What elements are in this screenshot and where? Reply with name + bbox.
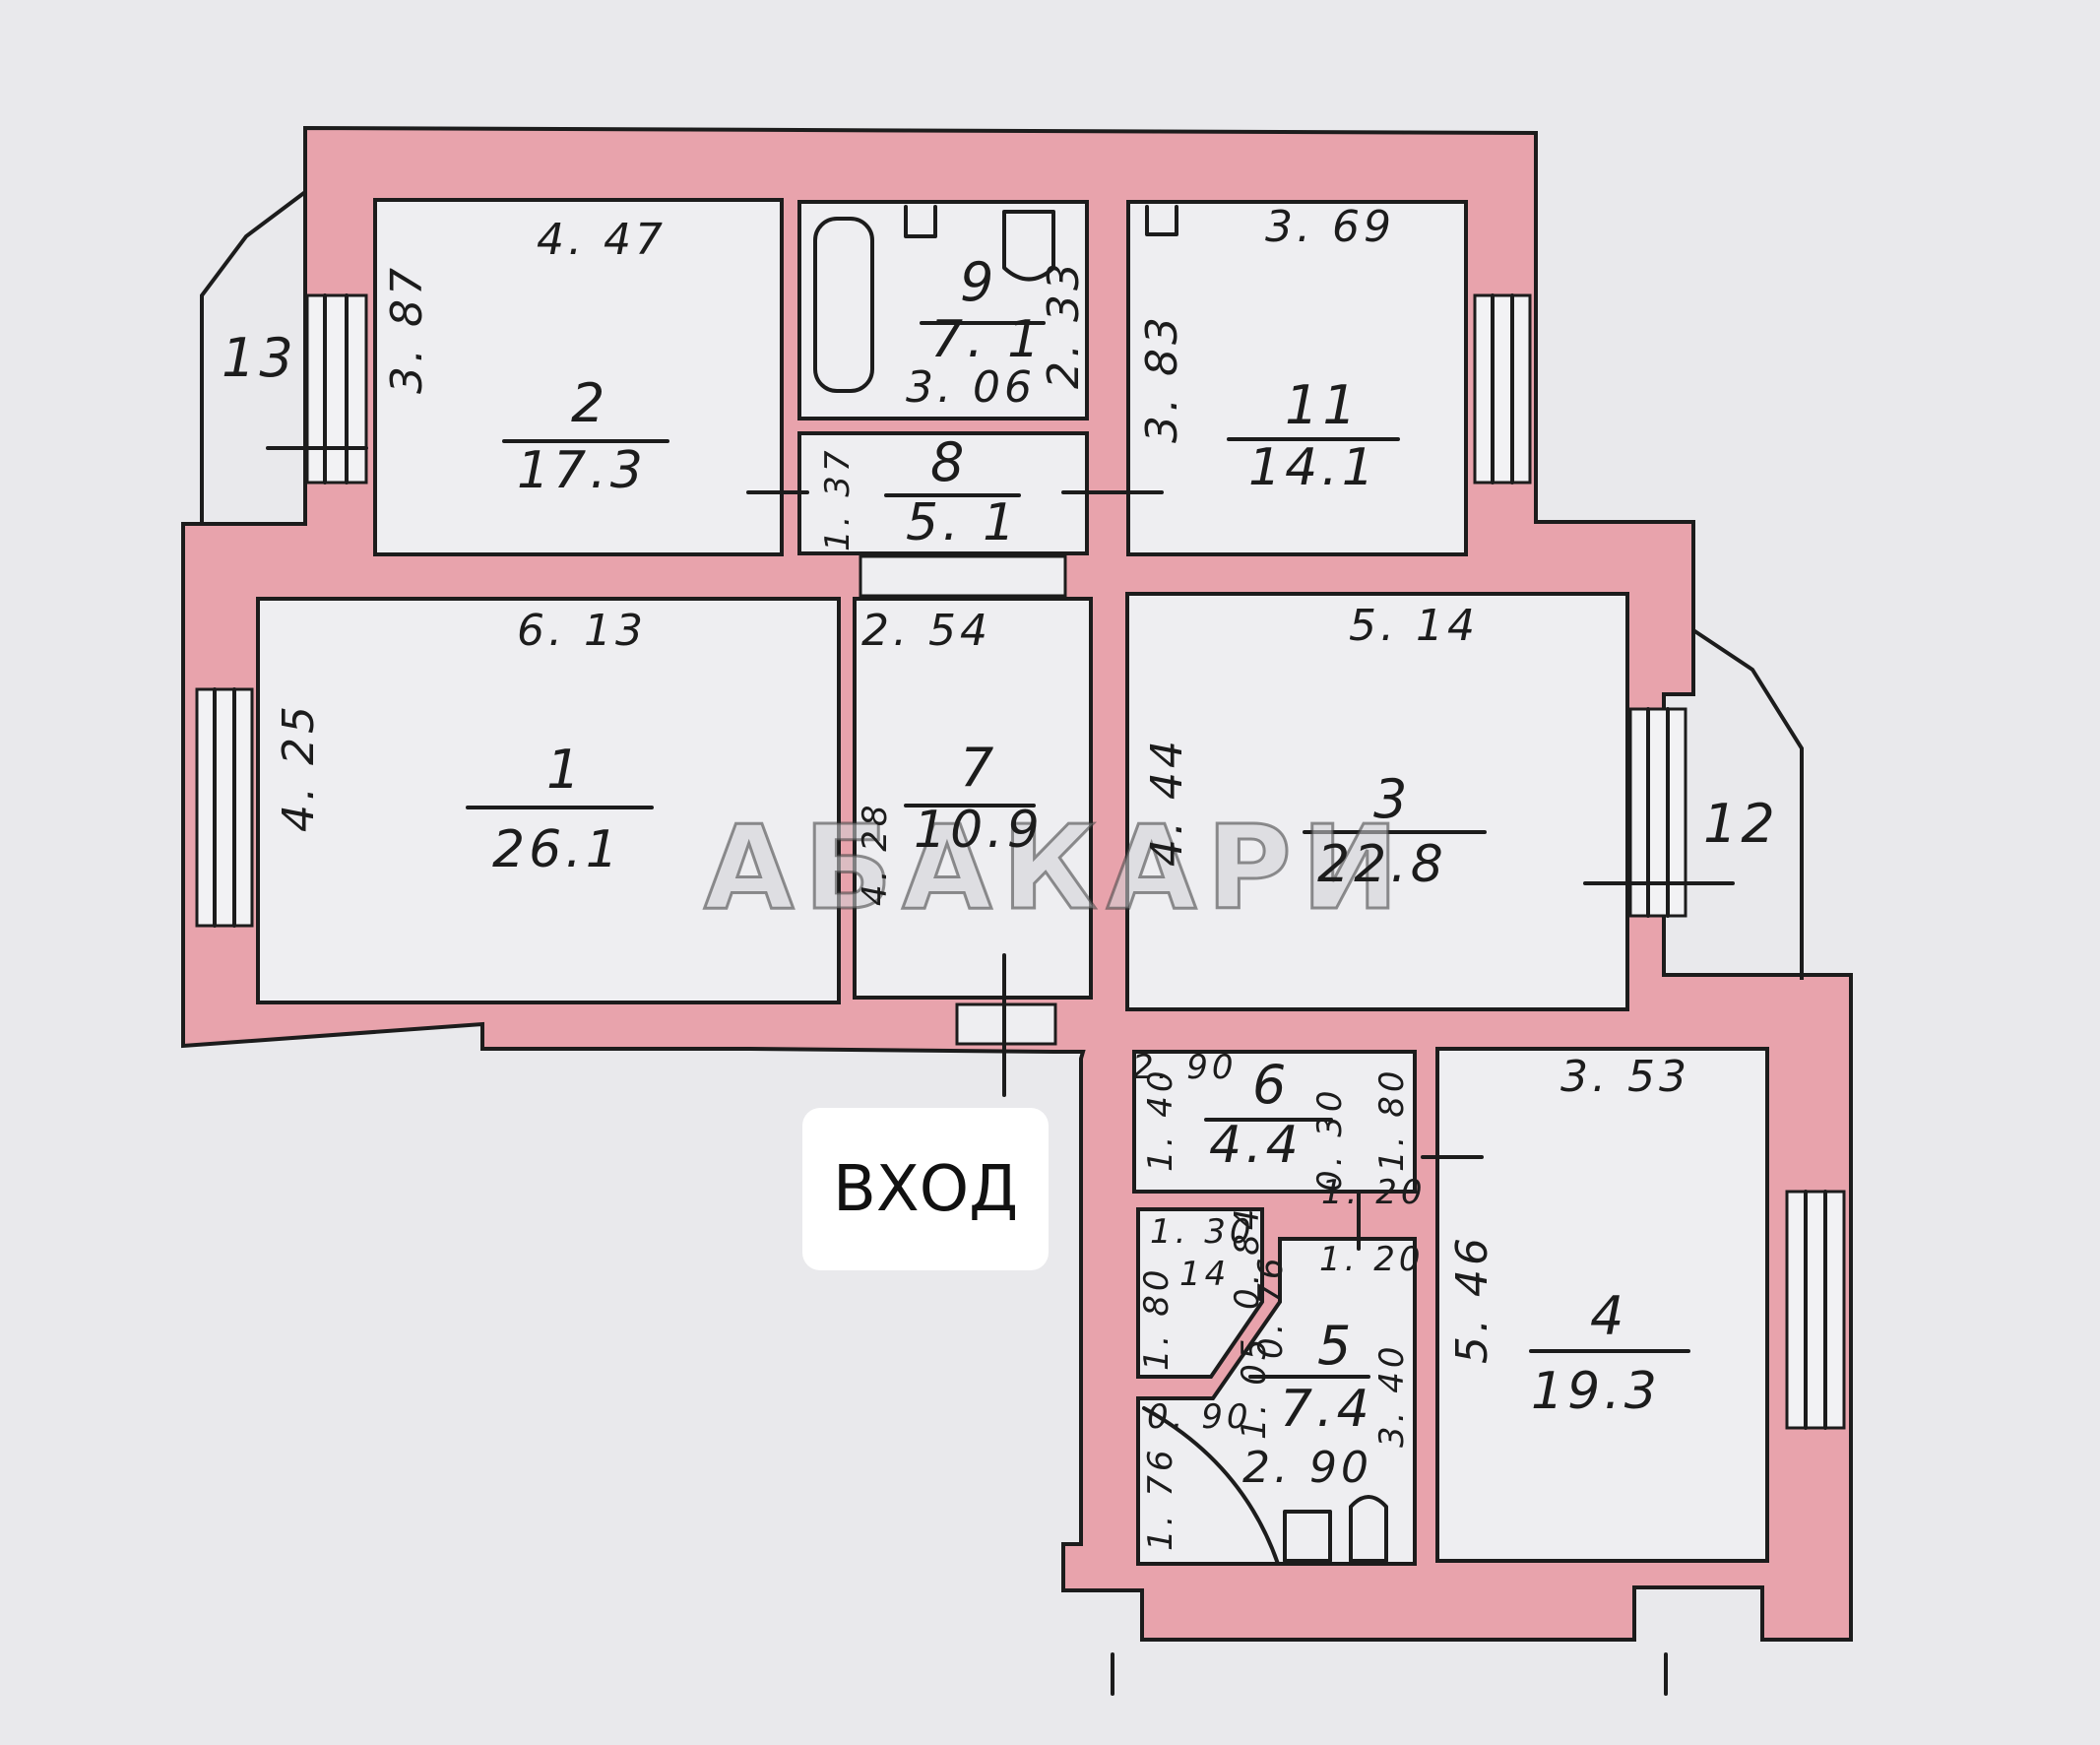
room-5-area: 7.4 <box>1280 1380 1373 1439</box>
room-3-number: 3 <box>1373 768 1411 830</box>
room-7 <box>853 597 1093 1000</box>
room-11-height: 3. 83 <box>1137 313 1187 443</box>
room-5-width: 2. 90 <box>1242 1443 1372 1493</box>
room-1-width: 6. 13 <box>517 606 647 656</box>
balcony-12-outline <box>1691 628 1804 980</box>
room-2 <box>373 198 784 556</box>
room-9 <box>797 200 1089 420</box>
room-5-dim-076: 0. 76 <box>1251 1254 1291 1359</box>
room-2-width: 4. 47 <box>537 215 667 265</box>
toilet-icon <box>1002 210 1055 282</box>
room-6 <box>1132 1050 1417 1194</box>
bathtub-icon <box>813 217 874 393</box>
room-14-height: 1. 80 <box>1137 1265 1177 1371</box>
room-11 <box>1126 200 1468 556</box>
window-room-2 <box>305 293 368 485</box>
room-1 <box>256 597 841 1004</box>
room-1-area: 26.1 <box>492 820 622 879</box>
entrance-label: ВХОД <box>802 1108 1049 1270</box>
room-1-height: 4. 25 <box>274 702 324 832</box>
room-5-number: 5 <box>1317 1315 1355 1377</box>
room-11-width: 3. 69 <box>1265 202 1395 252</box>
room-6-dim-120: 1. 20 <box>1321 1173 1427 1212</box>
room-5 <box>1136 1237 1417 1566</box>
sink-icon <box>904 205 937 238</box>
room-9-width: 3. 06 <box>906 362 1036 413</box>
window-room-11 <box>1473 293 1532 485</box>
room-3-height: 4. 44 <box>1142 737 1192 867</box>
room-6-area: 4.4 <box>1209 1116 1303 1175</box>
watermark: АБАКАРИ <box>704 800 1409 936</box>
room-7-width: 2. 54 <box>861 606 991 656</box>
toilet-room-5-icon <box>1283 1510 1332 1563</box>
room-5-dim-176: 1. 76 <box>1141 1446 1180 1551</box>
room-4-height: 5. 46 <box>1447 1234 1497 1364</box>
balcony-13-outline <box>200 190 307 524</box>
room-5-dim-105: 1. 05 <box>1235 1334 1274 1440</box>
fixtures <box>266 205 1735 1696</box>
room-3 <box>1125 592 1629 1011</box>
room-2-height: 3. 87 <box>382 264 432 394</box>
room-8-height: 1. 37 <box>818 446 858 551</box>
room-7-area: 10.9 <box>914 801 1044 860</box>
room-9-area: 7. 1 <box>930 310 1044 369</box>
room-4-number: 4 <box>1590 1285 1627 1347</box>
room-6-width: 2. 90 <box>1132 1048 1238 1087</box>
room-5-dim-120: 1. 20 <box>1319 1240 1425 1279</box>
room-14-dim-084: 0. 84 <box>1228 1204 1267 1310</box>
room-7-number: 7 <box>960 737 997 799</box>
sink-room-11-icon <box>1145 205 1178 236</box>
room-8-area: 5. 1 <box>906 493 1019 552</box>
room-3-area: 22.8 <box>1317 835 1447 894</box>
room-11-number: 11 <box>1285 374 1361 436</box>
room-6-dim-030: 0. 30 <box>1310 1086 1350 1192</box>
toilet-room-5-bowl-icon <box>1349 1495 1388 1563</box>
balcony-13-label: 13 <box>222 327 297 389</box>
room-2-number: 2 <box>571 372 608 434</box>
room-6-number: 6 <box>1252 1054 1290 1116</box>
room-6-height: 1. 80 <box>1372 1066 1412 1172</box>
room-labels: 4. 47 3. 87 2 17.3 9 7. 1 3. 06 2. 33 8 … <box>222 202 1779 1551</box>
room-2-area: 17.3 <box>517 441 647 500</box>
window-room-1 <box>195 687 254 928</box>
room-5-height: 3. 40 <box>1372 1342 1412 1448</box>
room-4-width: 3. 53 <box>1560 1052 1690 1102</box>
room-1-number: 1 <box>546 739 584 801</box>
balconies <box>200 190 1804 980</box>
room-9-height: 2. 33 <box>1039 259 1089 389</box>
room-4 <box>1435 1047 1769 1563</box>
room-8-number: 8 <box>930 431 968 493</box>
room-3-width: 5. 14 <box>1349 601 1479 651</box>
room-11-area: 14.1 <box>1248 438 1378 497</box>
window-room-4 <box>1785 1190 1846 1430</box>
corridor-top <box>859 554 1067 598</box>
room-14-width: 1. 30 <box>1150 1212 1255 1252</box>
room-14-dim-090: 0. 90 <box>1147 1397 1252 1437</box>
room-9-number: 9 <box>960 251 997 313</box>
room-14 <box>1136 1207 1264 1379</box>
room-4-area: 19.3 <box>1531 1362 1661 1421</box>
room-7-height: 4. 28 <box>856 801 895 906</box>
room-6-dim-140: 1. 40 <box>1141 1066 1180 1172</box>
balcony-12-label: 12 <box>1703 793 1779 855</box>
room-14-number: 14 <box>1179 1255 1230 1294</box>
door-swing-room-5 <box>1142 1406 1280 1566</box>
